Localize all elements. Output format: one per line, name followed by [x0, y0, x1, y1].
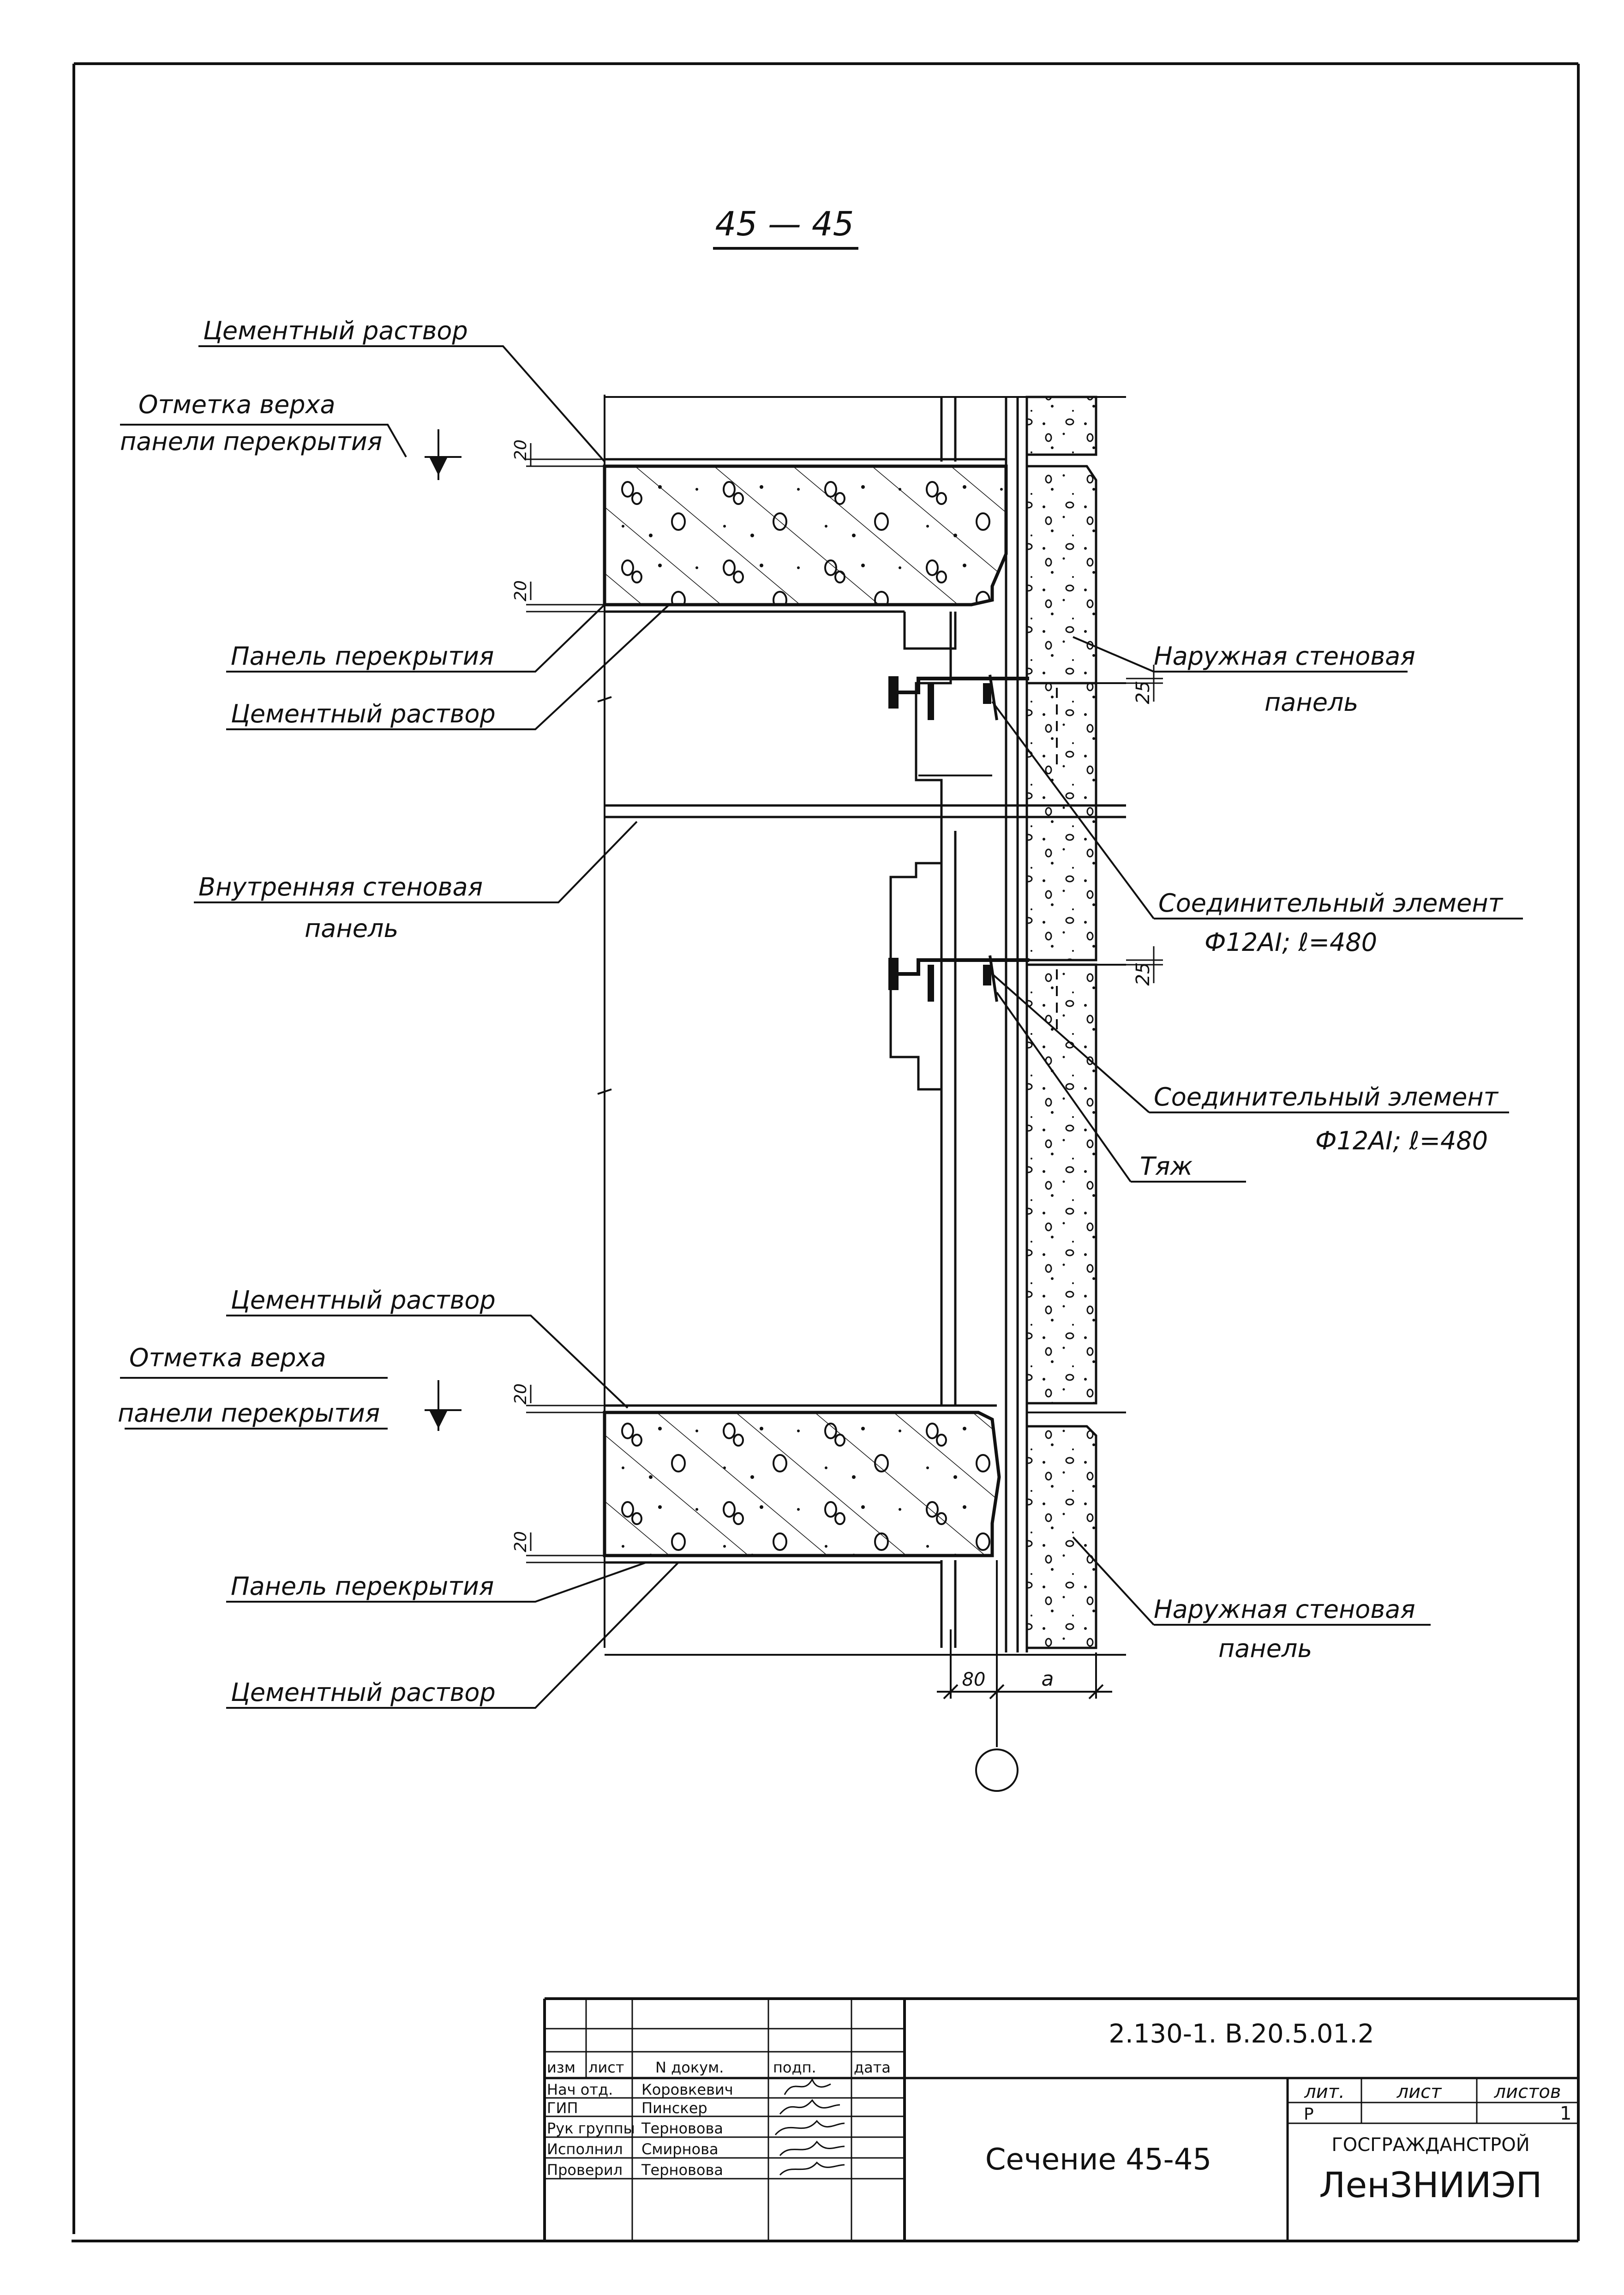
dim-80: 80	[962, 1669, 986, 1690]
tb-sheet-title: Сечение 45-45	[985, 2143, 1211, 2177]
axis-bubble	[975, 1748, 1019, 1792]
leaders	[120, 345, 1523, 1709]
tb-header-list: лист	[588, 2059, 624, 2076]
label-connector-1b: Ф12АI; ℓ=480	[1205, 928, 1377, 957]
outer-panel-3	[1025, 682, 1097, 961]
dim-20-b: 20	[511, 580, 530, 601]
tb-name-1: Пинскер	[641, 2099, 707, 2117]
tb-role-2: Рук группы	[547, 2120, 635, 2137]
label-bot-mark-2: панели перекрытия	[118, 1399, 380, 1428]
tb-header-doc: N докум.	[655, 2059, 724, 2076]
connector-1	[888, 674, 1029, 721]
label-connector-1a: Соединительный элемент	[1158, 889, 1504, 918]
tb-val-listov: 1	[1560, 2103, 1571, 2124]
tb-role-4: Проверил	[547, 2161, 623, 2179]
label-outer-wall-1b: панель	[1264, 688, 1358, 717]
signatures	[774, 2078, 845, 2176]
section-title: 45 — 45	[715, 204, 854, 243]
dim-20-a: 20	[511, 439, 530, 461]
label-mid-mortar: Цементный раствор	[231, 1286, 496, 1315]
label-floor-panel-2: Панель перекрытия	[231, 1572, 494, 1601]
label-tie: Тяж	[1140, 1152, 1193, 1181]
tb-col-lit: лит.	[1304, 2081, 1345, 2103]
tb-name-0: Коровкевич	[641, 2081, 733, 2098]
label-top-mark-2: панели перекрытия	[120, 427, 382, 456]
dim-25-b: 25	[1133, 962, 1154, 986]
tb-header-date: дата	[854, 2059, 891, 2076]
label-outer-wall-1a: Наружная стеновая	[1154, 642, 1415, 671]
label-connector-2a: Соединительный элемент	[1154, 1082, 1499, 1111]
outer-panel-4	[1025, 963, 1097, 1405]
dim-a: a	[1042, 1667, 1054, 1691]
label-mortar-1: Цементный раствор	[231, 699, 496, 728]
sheet-frame	[72, 62, 1580, 2242]
label-bot-mark-1: Отметка верха	[129, 1343, 326, 1372]
tb-header-izm: изм	[547, 2059, 575, 2076]
tb-role-1: ГИП	[547, 2099, 578, 2117]
tb-header-sign: подп.	[773, 2059, 816, 2076]
label-mortar-2: Цементный раствор	[231, 1678, 496, 1707]
dim-25-a: 25	[1133, 681, 1154, 704]
tb-col-list: лист	[1396, 2081, 1443, 2103]
tb-role-3: Исполнил	[547, 2140, 623, 2158]
label-top-mark-1: Отметка верха	[138, 390, 336, 419]
level-marker-top	[425, 429, 461, 480]
connector-2	[888, 955, 1029, 1002]
label-inner-wall-1: Внутренняя стеновая	[198, 872, 483, 901]
dim-20-c: 20	[511, 1383, 530, 1405]
dim-20-d: 20	[511, 1531, 530, 1552]
outer-panel-5	[1025, 1425, 1097, 1649]
outer-panel-1	[1025, 396, 1097, 456]
tb-code: 2.130-1. В.20.5.01.2	[1109, 2019, 1374, 2049]
tb-org-top: ГОСГРАЖДАНСТРОЙ	[1331, 2133, 1529, 2156]
tb-col-listov: листов	[1494, 2081, 1561, 2103]
tb-name-3: Смирнова	[641, 2140, 719, 2158]
tb-role-0: Нач отд.	[547, 2081, 613, 2098]
tb-org-bottom: ЛенЗНИИЭП	[1319, 2164, 1542, 2205]
tb-name-4: Терновова	[641, 2161, 723, 2179]
label-outer-wall-2a: Наружная стеновая	[1154, 1595, 1415, 1624]
outer-panel-2	[1025, 465, 1097, 685]
title-block: изм лист N докум. подп. дата Нач отд. Ко…	[543, 1997, 1578, 2241]
label-top-mortar: Цементный раствор	[203, 316, 468, 345]
labels: Цементный раствор Отметка верха панели п…	[118, 316, 1504, 1707]
label-connector-2b: Ф12АI; ℓ=480	[1315, 1126, 1488, 1155]
tb-name-2: Терновова	[641, 2120, 723, 2137]
structure	[597, 395, 1126, 1792]
label-floor-panel-1: Панель перекрытия	[231, 642, 494, 671]
level-marker-bottom	[425, 1380, 461, 1431]
tb-val-lit: Р	[1304, 2105, 1314, 2124]
label-inner-wall-2: панель	[305, 914, 398, 943]
label-outer-wall-2b: панель	[1218, 1634, 1312, 1663]
